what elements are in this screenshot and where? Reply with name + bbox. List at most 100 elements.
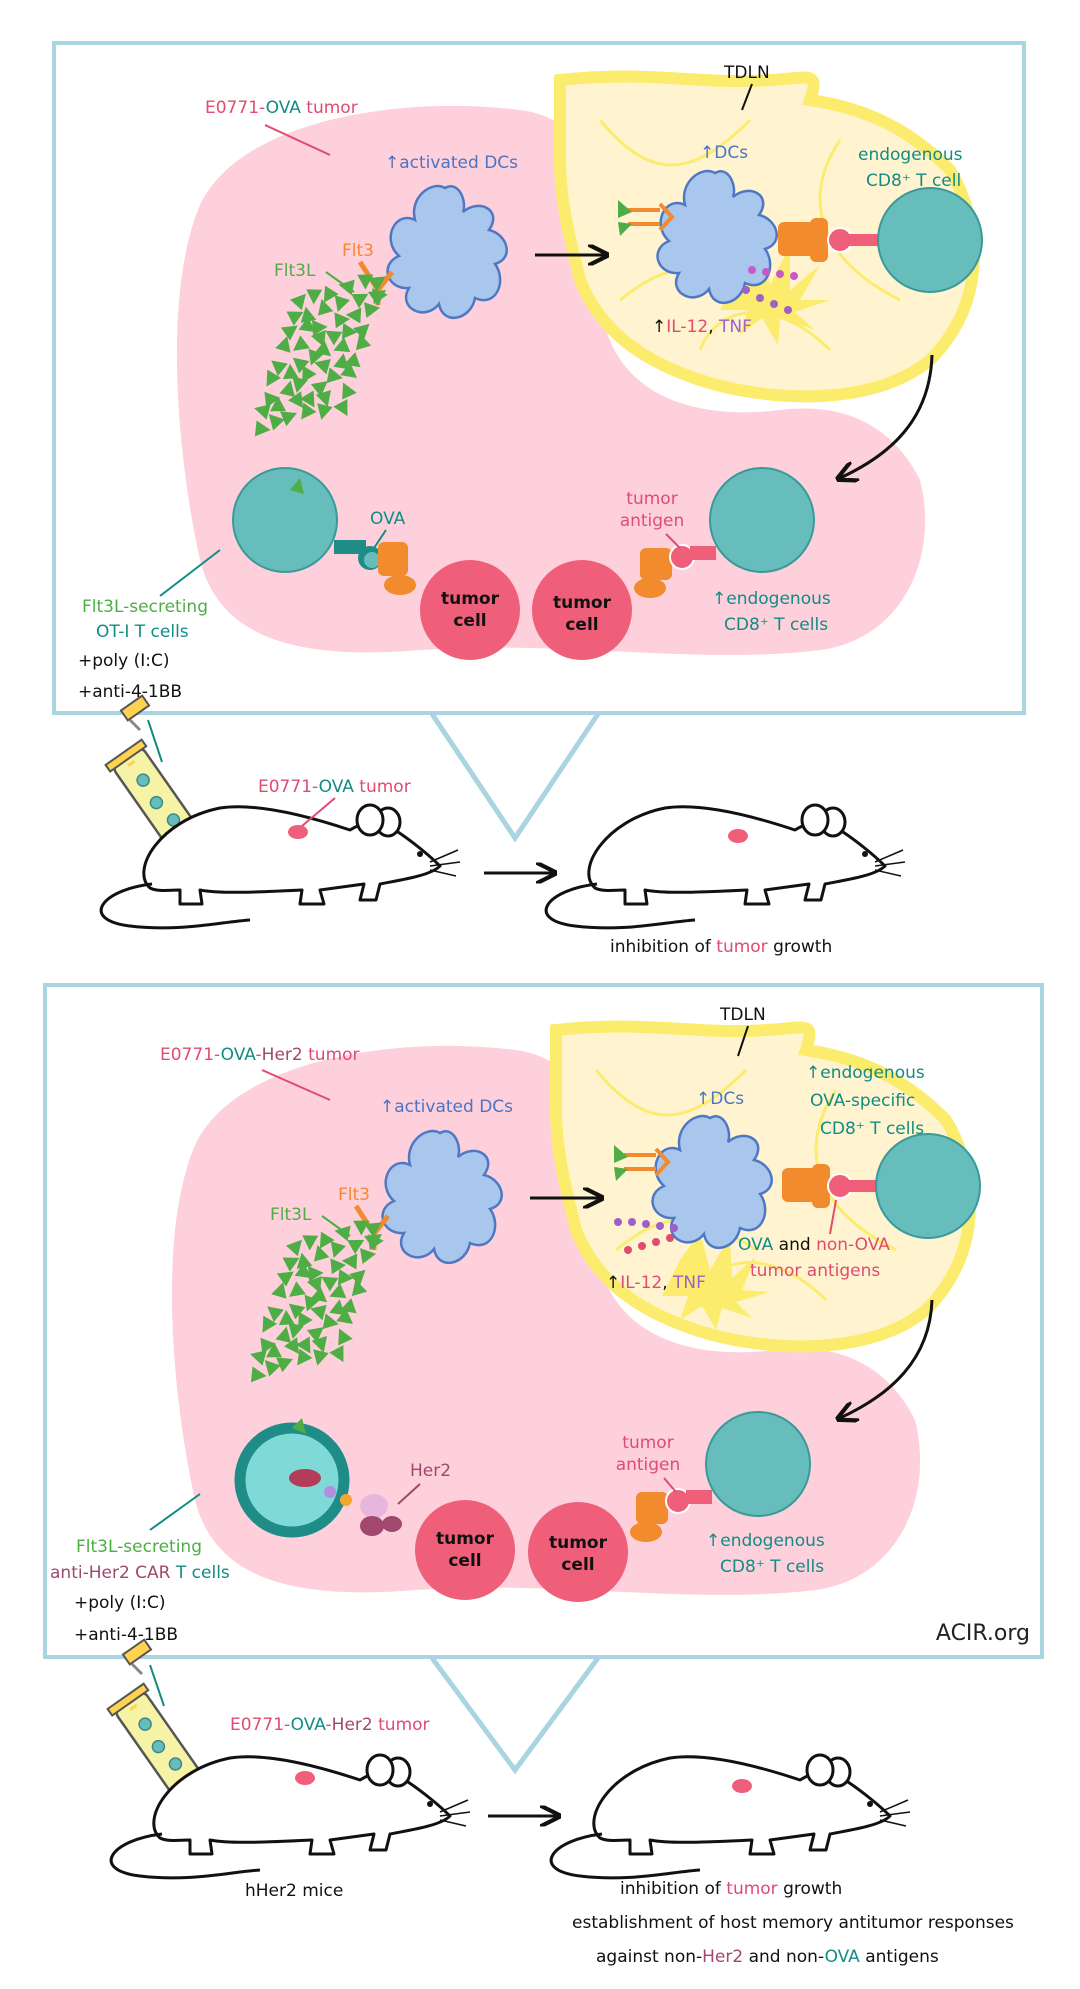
tumor-cell-2a	[415, 1500, 515, 1600]
endogenous-cd8-cells-label-1a: ↑endogenous	[712, 589, 831, 609]
flt3-label-2: Flt3	[338, 1185, 370, 1205]
therapy-leader-2	[149, 1493, 201, 1531]
tumor-cell-2b-label-a: tumor	[549, 1533, 608, 1553]
endogenous-cd8-t-cell-ln-2	[875, 1133, 981, 1239]
tumor-cell-1a	[420, 560, 520, 660]
her2-antigen-2a	[360, 1516, 384, 1536]
tdln-leader-1	[741, 83, 753, 111]
syringe-leader-2	[149, 1664, 165, 1707]
endogenous-cd8-t-cell-tumor-2	[705, 1411, 811, 1517]
tumor-antigen-label-1a: tumor	[626, 489, 677, 509]
dcs-label-1: ↑DCs	[700, 143, 748, 163]
arrow-back-to-tumor-1	[840, 354, 934, 478]
mouse-2-outcome	[549, 1753, 912, 1880]
zoom-callout-1	[429, 712, 601, 843]
tumor-antigen-leader-1	[665, 533, 681, 549]
cytokines-label-2: ↑IL-12, TNF	[606, 1273, 706, 1293]
ot1-flt3l-1	[290, 478, 304, 494]
therapy-2-line-3: +poly (I:C)	[74, 1593, 166, 1613]
endogenous-ova-label-2b: OVA-specific	[810, 1091, 915, 1111]
ova-label-1: OVA	[370, 509, 406, 529]
ot1-t-cell-1	[232, 467, 338, 573]
dc-receptor-2	[624, 1147, 671, 1177]
tcr-1	[810, 218, 828, 262]
activated-dcs-label-2: ↑activated DCs	[380, 1097, 513, 1117]
flt3l-label-1: Flt3L	[274, 261, 316, 281]
tumor-antigen-leader-2	[663, 1477, 677, 1493]
outcome-2-line-2: establishment of host memory antitumor r…	[572, 1913, 1014, 1933]
her2-label-2: Her2	[410, 1461, 451, 1481]
lymph-node-2-germinal-center	[662, 1232, 770, 1330]
tdln-label-1: TDLN	[723, 63, 770, 83]
dc-receptor-ligand-1	[618, 200, 632, 236]
ot1-mhc-base-1	[384, 575, 416, 595]
outcome-1: inhibition of tumor growth	[610, 937, 832, 957]
dcs-label-2: ↑DCs	[696, 1089, 744, 1109]
therapy-1-line-2: OT-I T cells	[96, 622, 189, 642]
mouse-1-tumor-label: E0771-OVA tumor	[258, 777, 411, 797]
endogenous-cd8-cells-label-1b: CD8⁺ T cells	[724, 615, 828, 635]
tumor-antigen-label-1b: antigen	[620, 511, 685, 531]
arrow-back-to-tumor-2	[840, 1299, 934, 1418]
activated-dcs-label-1: ↑activated DCs	[385, 153, 518, 173]
mouse-2-label: hHer2 mice	[245, 1881, 343, 1901]
mouse-2-tumor	[295, 1771, 315, 1785]
tumor-mhc-1	[640, 548, 672, 580]
therapy-2-line-4: +anti-4-1BB	[74, 1625, 178, 1645]
outcome-2-line-3: against non-Her2 and non-OVA antigens	[596, 1947, 939, 1967]
her2-leader-2	[397, 1483, 421, 1505]
her2-antigen-2b	[382, 1516, 402, 1532]
tumor-cell-2a-label-a: tumor	[436, 1529, 495, 1549]
tumor-mhc-2	[636, 1492, 668, 1524]
ova-leader-1	[373, 529, 387, 549]
tumor-mhc-base-2	[630, 1522, 662, 1542]
syringe-leader-1	[147, 719, 163, 763]
therapy-1-line-4: +anti-4-1BB	[78, 682, 182, 702]
mouse-1-outcome	[544, 803, 907, 930]
car-t-flt3l-2	[292, 1418, 306, 1434]
antigens-leader-2	[829, 1199, 837, 1235]
tumor-cell-1a-label-b: cell	[453, 611, 486, 631]
mouse-2-outcome-tumor	[732, 1779, 752, 1793]
tdln-leader-2	[737, 1025, 749, 1057]
ova-peptide-1	[364, 552, 380, 568]
tcr-2	[812, 1164, 830, 1208]
endog-tcr-stalk-2	[686, 1490, 712, 1504]
endogenous-cd8-cells-label-2a: ↑endogenous	[706, 1531, 825, 1551]
mouse-1-tumor-leader	[301, 797, 336, 827]
mhc-complex-1	[778, 222, 818, 256]
cytokine-dots-2	[614, 1218, 678, 1254]
tumor-cell-2b	[528, 1502, 628, 1602]
tumor-cell-1b-label-b: cell	[565, 615, 598, 635]
antigens-label-2a: OVA and non-OVA	[738, 1235, 890, 1255]
tdln-label-2: TDLN	[719, 1005, 766, 1025]
dc-receptor-ligand-2	[614, 1145, 628, 1181]
therapy-1-line-1: Flt3L-secreting	[82, 597, 208, 617]
car-hinge-2	[340, 1494, 352, 1506]
endogenous-cd8-t-cell-tumor-1	[709, 467, 815, 573]
tumor-antigen-label-2b: antigen	[616, 1455, 681, 1475]
endogenous-cd8-label-1a: endogenous	[858, 145, 963, 165]
tcr-stalk-2	[848, 1180, 884, 1192]
tumor-antigen-label-2a: tumor	[622, 1433, 673, 1453]
therapy-2-line-1: Flt3L-secreting	[76, 1537, 202, 1557]
endogenous-cd8-t-cell-ln-1	[877, 187, 983, 293]
mouse-1-tumor	[288, 825, 308, 839]
tumor-cell-1b-label-a: tumor	[553, 593, 612, 613]
cytokines-label-1: ↑IL-12, TNF	[652, 317, 752, 337]
car-gene-2	[289, 1469, 321, 1487]
credit-label: ACIR.org	[936, 1621, 1030, 1646]
tumor-cell-2a-label-b: cell	[448, 1551, 481, 1571]
tumor-label-2: E0771-OVA-Her2 tumor	[160, 1045, 360, 1065]
endogenous-cd8-label-1b: CD8⁺ T cell	[866, 171, 961, 191]
tumor-cell-1a-label-a: tumor	[441, 589, 500, 609]
zoom-callout-2	[429, 1656, 601, 1775]
flt3l-label-2: Flt3L	[270, 1205, 312, 1225]
tumor-cell-2b-label-b: cell	[561, 1555, 594, 1575]
cytokine-dots-1	[742, 266, 798, 314]
outcome-2-line-1: inhibition of tumor growth	[620, 1879, 842, 1899]
endogenous-cd8-cells-label-2b: CD8⁺ T cells	[720, 1557, 824, 1577]
endogenous-ova-label-2c: CD8⁺ T cells	[820, 1119, 924, 1139]
